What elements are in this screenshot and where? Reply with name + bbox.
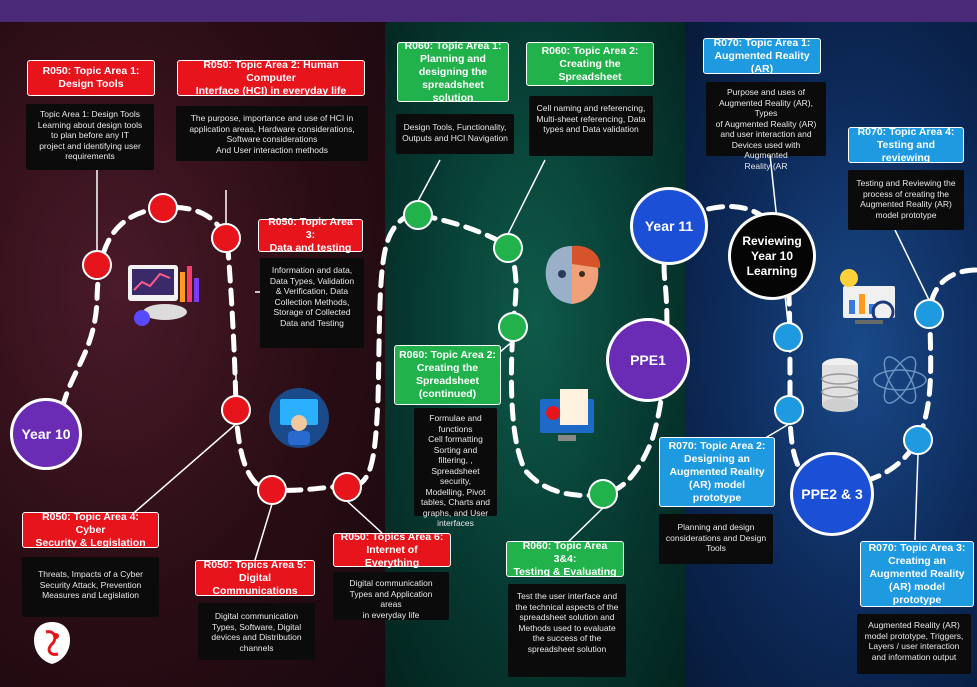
- r070-topic-2-title: R070: Topic Area 2: Designing an Augment…: [659, 437, 775, 507]
- top-bar: [0, 0, 977, 22]
- node-green: [498, 312, 528, 342]
- r060-topic-1-body: Design Tools, Functionality, Outputs and…: [396, 114, 514, 154]
- node-red: [221, 395, 251, 425]
- node-red: [332, 472, 362, 502]
- atom-icon: [873, 356, 927, 404]
- analytics-dashboard-icon: [128, 265, 199, 326]
- node-red: [211, 223, 241, 253]
- node-blue: [903, 425, 933, 455]
- year-10-marker: Year 10: [10, 398, 82, 470]
- school-logo: [34, 622, 70, 664]
- node-red: [82, 250, 112, 280]
- lightbulb-chart-icon: [840, 269, 895, 324]
- node-red: [257, 475, 287, 505]
- r060-topic-34-title: R060: Topic Area 3&4: Testing & Evaluati…: [506, 540, 624, 578]
- r070-topic-3-body: Augmented Reality (AR) model prototype, …: [857, 614, 971, 674]
- r060-topic-1-title: R060: Topic Area 1: Planning and designi…: [397, 40, 509, 104]
- r060-topic-2b-title: R060: Topic Area 2: Creating the Spreads…: [394, 345, 501, 405]
- reviewing-year-10-marker: Reviewing Year 10 Learning: [728, 212, 816, 300]
- r050-topic-2-body: The purpose, importance and use of HCI i…: [176, 106, 368, 161]
- ppe1-marker: PPE1: [606, 318, 690, 402]
- r060-topic-2-body: Cell naming and referencing, Multi-sheet…: [529, 96, 653, 156]
- node-red: [148, 193, 178, 223]
- r050-topic-6-body: Digital communication Types and Applicat…: [333, 572, 449, 620]
- r050-topic-5-title: R050: Topics Area 5: Digital Communicati…: [195, 559, 315, 597]
- r060-topic-2-title: R060: Topic Area 2: Creating the Spreads…: [526, 42, 654, 86]
- database-icon: [821, 358, 859, 412]
- r060-topic-2b-body: Formulae and functions Cell formatting S…: [414, 408, 497, 528]
- r070-topic-3-title: R070: Topic Area 3: Creating an Augmente…: [860, 541, 974, 607]
- r050-topic-4-title: R050: Topic Area 4: Cyber Security & Leg…: [22, 511, 159, 549]
- r050-topic-4-body: Threats, Impacts of a Cyber Security Att…: [22, 557, 159, 617]
- node-blue: [914, 299, 944, 329]
- r060-topic-34-body: Test the user interface and the technica…: [508, 584, 626, 677]
- ppe2-3-marker: PPE2 & 3: [790, 452, 874, 536]
- node-blue: [774, 395, 804, 425]
- node-blue: [773, 322, 803, 352]
- r070-topic-4-title: R070: Topic Area 4: Testing and reviewin…: [848, 126, 964, 164]
- r050-topic-6-title: R050: Topics Area 6: Internet of Everyth…: [333, 531, 451, 569]
- r070-topic-2-body: Planning and design considerations and D…: [659, 514, 773, 564]
- r050-topic-2-title: R050: Topic Area 2: Human Computer Inter…: [177, 59, 365, 97]
- r050-topic-3-body: Information and data, Data Types, Valida…: [260, 258, 364, 348]
- r050-topic-5-body: Digital communication Types, Software, D…: [198, 603, 315, 660]
- r050-topic-1-body: Topic Area 1: Design Tools Learning abou…: [26, 104, 154, 170]
- r070-topic-4-body: Testing and Reviewing the process of cre…: [848, 170, 964, 230]
- node-green: [493, 233, 523, 263]
- node-green: [588, 479, 618, 509]
- document-monitor-icon: [540, 389, 594, 441]
- r070-topic-1-body: Purpose and uses of Augmented Reality (A…: [706, 82, 826, 171]
- r070-topic-1-title: R070: Topic Area 1: Augmented Reality (A…: [703, 37, 821, 75]
- developer-icon: [269, 388, 329, 448]
- year-11-marker: Year 11: [630, 187, 708, 265]
- robot-human-face-icon: [545, 245, 601, 304]
- r050-topic-1-title: R050: Topic Area 1: Design Tools: [27, 60, 155, 96]
- node-green: [403, 200, 433, 230]
- r050-topic-3-title: R050: Topic Area 3: Data and testing: [258, 216, 363, 254]
